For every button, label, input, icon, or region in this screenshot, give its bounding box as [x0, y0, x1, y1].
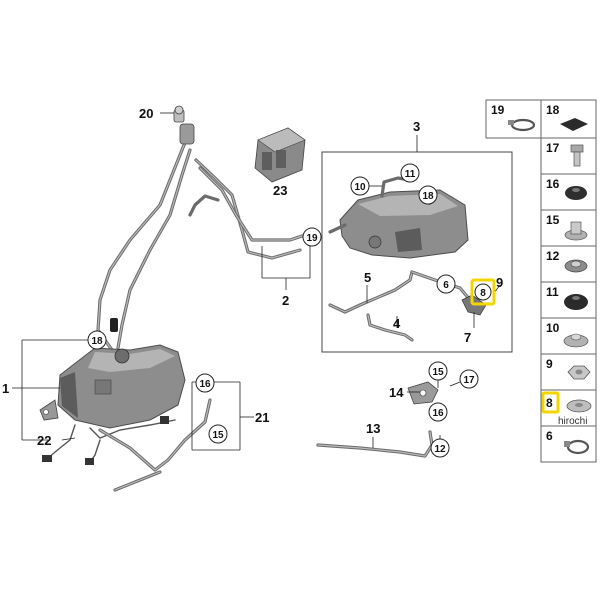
- watermark: hirochi: [558, 416, 587, 427]
- circle-callout-18-tank: 18: [91, 336, 103, 347]
- fuel-tank-assembly[interactable]: [39, 105, 304, 492]
- callout-23: 23: [273, 183, 287, 198]
- callout-9: 9: [496, 275, 503, 290]
- bolt-icon: [570, 144, 584, 167]
- bushing-icon: [563, 333, 589, 348]
- parts-cell-19[interactable]: [485, 99, 542, 139]
- circle-callout-6: 6: [443, 280, 449, 291]
- part-number-17: 17: [546, 141, 560, 155]
- callout-20: 20: [139, 106, 153, 121]
- callout-13: 13: [366, 421, 380, 436]
- circle-callout-12: 12: [434, 444, 446, 455]
- circle-callout-15-a: 15: [212, 430, 224, 441]
- callout-1: 1: [2, 381, 9, 396]
- circle-callout-10: 10: [354, 182, 366, 193]
- callout-4: 4: [393, 316, 401, 331]
- parts-cell-17[interactable]: [540, 137, 597, 175]
- control-unit[interactable]: [254, 127, 306, 183]
- grommet-icon: [564, 294, 588, 310]
- circle-callout-15-b: 15: [432, 367, 444, 378]
- callout-22: 22: [37, 433, 51, 448]
- part-number-11: 11: [546, 285, 559, 299]
- expansion-tank[interactable]: [328, 176, 487, 342]
- clip-assembly[interactable]: [407, 381, 439, 405]
- hose-clamp-icon: [564, 439, 590, 455]
- circle-callout-8: 8: [480, 288, 486, 299]
- bushing-icon: [564, 221, 588, 241]
- part-number-9: 9: [546, 357, 553, 371]
- drain-pipe[interactable]: [316, 430, 434, 458]
- parts-table: 19 18 17 16 15 12: [485, 99, 597, 463]
- part-number-16: 16: [546, 177, 560, 191]
- circle-callout-18-expansion: 18: [422, 191, 434, 202]
- circle-callout-19: 19: [306, 233, 318, 244]
- hex-nut-icon: [567, 365, 591, 380]
- circle-callout-11: 11: [405, 169, 416, 180]
- part-number-10: 10: [546, 321, 560, 335]
- grommet-icon: [565, 186, 587, 200]
- circle-callout-16-b: 16: [432, 408, 444, 419]
- part-number-8: 8: [546, 396, 553, 410]
- callout-8-highlight: [470, 278, 496, 306]
- part-number-8-highlight: [541, 391, 560, 414]
- washer-icon: [566, 399, 592, 413]
- callout-14: 14: [389, 385, 404, 400]
- callout-5: 5: [364, 270, 371, 285]
- rubber-pad-icon: [560, 118, 588, 131]
- parts-cell-18[interactable]: [540, 99, 597, 139]
- spring-nut-icon: [564, 259, 588, 273]
- part-number-19: 19: [491, 103, 505, 117]
- circle-callout-16-a: 16: [199, 379, 211, 390]
- callout-2: 2: [282, 293, 289, 308]
- leader-lines: [12, 112, 501, 451]
- hose-clamp-icon: [508, 118, 536, 132]
- part-number-18: 18: [546, 103, 560, 117]
- callout-21: 21: [255, 410, 269, 425]
- callout-7: 7: [464, 330, 471, 345]
- callout-numbers: 20 23 3 2 5 4 7 9 1 22 21 14 13: [2, 106, 503, 448]
- part-number-15: 15: [546, 213, 560, 227]
- circled-callouts: 18 19 10 11 18 6 8 16 15 15 17 16 12: [87, 163, 496, 458]
- part-number-6: 6: [546, 429, 553, 443]
- callout-3: 3: [413, 119, 420, 134]
- part-number-12: 12: [546, 249, 560, 263]
- circle-callout-17: 17: [463, 375, 475, 386]
